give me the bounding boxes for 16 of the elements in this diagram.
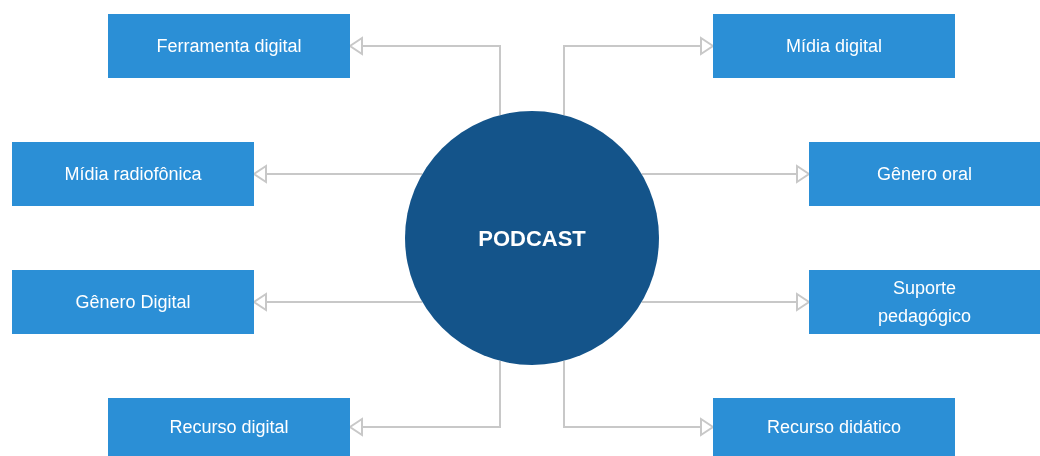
arrow [253,293,424,311]
arrow [563,37,714,117]
concept-box: Gênero oral [809,142,1040,206]
arrow [640,293,810,311]
arrow [563,359,714,436]
concept-box: Gênero Digital [12,270,254,334]
arrow [253,165,424,183]
arrow [349,359,501,436]
concept-box: Mídia digital [713,14,955,78]
concept-box: Recurso didático [713,398,955,456]
concept-box: Recurso digital [108,398,350,456]
arrow [640,165,810,183]
concept-box: Mídia radiofônica [12,142,254,206]
arrow [349,37,501,117]
concept-box: Ferramenta digital [108,14,350,78]
concept-box: Suporte pedagógico [809,270,1040,334]
